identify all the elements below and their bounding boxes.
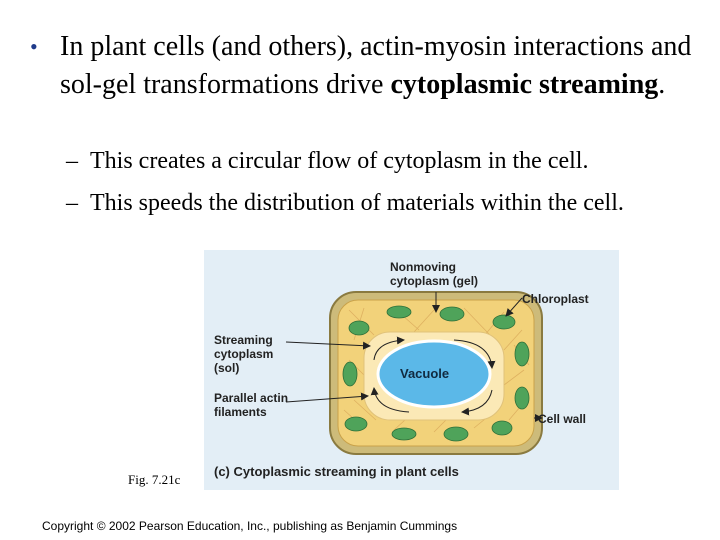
label-cell-wall: Cell wall [538,412,586,426]
sub-bullet-2-text: This speeds the distribution of material… [90,190,624,216]
sub-bullet-1-text: This creates a circular flow of cytoplas… [90,148,589,174]
chloroplast [491,420,513,436]
figure-caption: (c) Cytoplasmic streaming in plant cells [214,464,459,479]
flow-arrows [370,336,496,416]
bullet-bold-term: cytoplasmic streaming [390,69,659,100]
chloroplast [391,427,417,441]
label-vacuole: Vacuole [400,366,449,381]
figure-reference: Fig. 7.21c [128,472,181,487]
label-nonmoving: Nonmoving [390,260,456,274]
chloroplast [443,426,469,442]
bullet-text-start: In plant cells (and others), actin-myosi… [60,31,692,100]
cytoplasmic-streaming-figure: Nonmoving cytoplasm (gel) Chloroplast St… [204,250,619,490]
label-chloroplast: Chloroplast [522,292,589,306]
chloroplast [439,306,465,322]
chloroplast [514,341,530,367]
dash-glyph: – [66,190,78,216]
dash-glyph: – [66,148,78,174]
copyright-notice: Copyright © 2002 Pearson Education, Inc.… [42,519,458,533]
chloroplast [492,314,516,330]
vacuole [376,339,492,409]
chloroplast [342,361,358,387]
label-actin-2: filaments [214,405,267,419]
main-bullet-text: In plant cells (and others), actin-myosi… [60,28,700,104]
chloroplast [514,386,530,410]
chloroplast [386,305,412,319]
label-leaders [285,292,543,422]
label-streaming: Streaming [214,333,273,347]
chloroplast [344,416,368,432]
label-streaming-3: (sol) [214,361,239,375]
bullet-text-end: . [658,69,666,100]
label-streaming-2: cytoplasm [214,347,273,361]
label-nonmoving-2: cytoplasm (gel) [390,274,478,288]
bullet-dot: • [30,34,38,59]
chloroplast [348,320,370,336]
cell-diagram: Nonmoving cytoplasm (gel) Chloroplast St… [214,260,589,479]
label-actin: Parallel actin [214,391,288,405]
chloroplasts [342,305,530,442]
